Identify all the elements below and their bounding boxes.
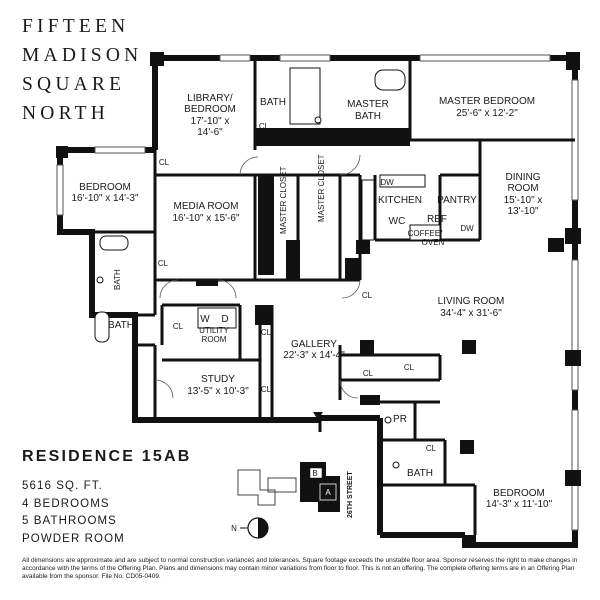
toilet-se [392,461,400,469]
study-dimension: 13'-5" x 10'-3" [187,386,249,397]
closet-label: CL [404,363,415,372]
pantry-label: PANTRY [437,195,477,206]
closet-label: CL [261,328,272,337]
fact-bedrooms: 4 BEDROOMS [22,497,110,510]
wall-chunks [196,128,410,405]
bath-southeast-label: BATH [407,468,433,479]
keyplan-unit-b: B [312,469,317,478]
bathtub-west [99,235,129,251]
north-label: N [231,524,237,533]
library-dimension-2: 14'-6" [197,127,223,138]
master-bedroom-dimension: 25'-6" x 12'-2" [456,108,518,119]
washer-label: W [200,314,210,325]
toilet-west [96,276,104,284]
key-plan: B A 26TH STREET [237,462,354,518]
room-labels: LIBRARY/ BEDROOM 17'-10" x 14'-6" BATH M… [71,93,552,510]
fixtures [94,67,441,469]
library-label: LIBRARY/ [187,93,233,104]
keyplan-unit-a: A [325,488,331,497]
dryer-label: D [221,314,228,325]
master-bath-label: MASTER [347,99,389,110]
gallery-dimension: 22'-3" x 14'-4" [283,350,345,361]
residence-title: RESIDENCE 15AB [22,448,192,465]
closet-label: CL [158,259,169,268]
dining-dimension-2: 13'-10" [507,206,538,217]
kitchen-counter [379,174,426,188]
master-closet-1-label: MASTER CLOSET [279,166,288,234]
closet-label: CL [426,444,437,453]
utility-label: UTILITY [199,326,229,335]
media-room-dimension: 16'-10" x 15'-6" [172,213,240,224]
bathtub-master [374,69,406,91]
library-label-2: BEDROOM [184,104,236,115]
kitchen-range [361,179,375,241]
closet-label: CL [363,369,374,378]
toilet-master [314,116,322,124]
fact-square-feet: 5616 SQ. FT. [22,480,103,492]
wc-label: WC [389,216,406,227]
washer-dryer [197,307,237,329]
bath-southwest-label: BATH [108,320,134,331]
brand-line-1: FIFTEEN [22,16,130,37]
gallery-label: GALLERY [291,339,337,350]
library-dimension: 17'-10" x [191,116,230,127]
column-piers [56,52,581,547]
brand-logo: FIFTEEN MADISON SQUARE NORTH [22,12,142,128]
powder-room-label: PR [393,414,407,425]
master-closet-2-label: MASTER CLOSET [317,154,326,222]
bedroom-southeast-dimension: 14'-3" x 11'-10" [486,499,553,510]
kitchen-label: KITCHEN [378,195,422,206]
bedroom-west-dimension: 16'-10" x 14'-3" [71,193,139,204]
residence-facts: 5616 SQ. FT. 4 BEDROOMS 5 BATHROOMS POWD… [22,478,125,548]
kitchen-island [409,224,441,241]
dishwasher-label: DW [380,178,394,187]
dining-label-2: ROOM [507,183,538,194]
door-swings [154,154,361,399]
brand-line-4: NORTH [22,103,109,124]
toilet-pr [384,416,392,424]
coffee-label: COFFEE/ [408,229,443,238]
master-bedroom-label: MASTER BEDROOM [439,96,535,107]
oven-label: OVEN [422,238,445,247]
closet-label: CL [261,385,272,394]
living-room-label: LIVING ROOM [438,296,505,307]
dishwasher-label: DW [460,224,474,233]
bath-top-label: BATH [260,97,286,108]
bath-west-label: BATH [113,269,122,290]
bedroom-west-label: BEDROOM [79,182,131,193]
closet-label: CL [362,291,373,300]
closet-label: CL [173,322,184,331]
fact-bathrooms: 5 BATHROOMS [22,515,117,527]
disclaimer-text: All dimensions are approximate and are s… [22,557,578,580]
master-bath-label-2: BATH [355,111,381,122]
media-room-label: MEDIA ROOM [173,201,238,212]
study-label: STUDY [201,374,235,385]
street-label: 26TH STREET [347,471,354,518]
closet-label: CL [259,122,270,131]
brand-line-3: SQUARE [22,74,126,95]
brand-line-2: MADISON [22,45,143,66]
closet-labels: CL CL CL CL CL CL CL CL CL CL DW DW [158,122,474,453]
living-room-dimension: 34'-4" x 31'-6" [440,308,502,319]
bathtub-southwest [94,311,110,343]
bedroom-southeast-label: BEDROOM [493,488,545,499]
utility-label-2: ROOM [202,335,227,344]
dining-label: DINING [506,172,541,183]
shower [289,67,321,125]
closet-label: CL [159,158,170,167]
ref-label: REF [427,214,447,225]
north-arrow-icon: N [231,517,269,539]
dining-dimension: 15'-10" x [504,195,543,206]
fact-powder-room: POWDER ROOM [22,532,125,545]
entry-arrow-icon [313,412,323,420]
